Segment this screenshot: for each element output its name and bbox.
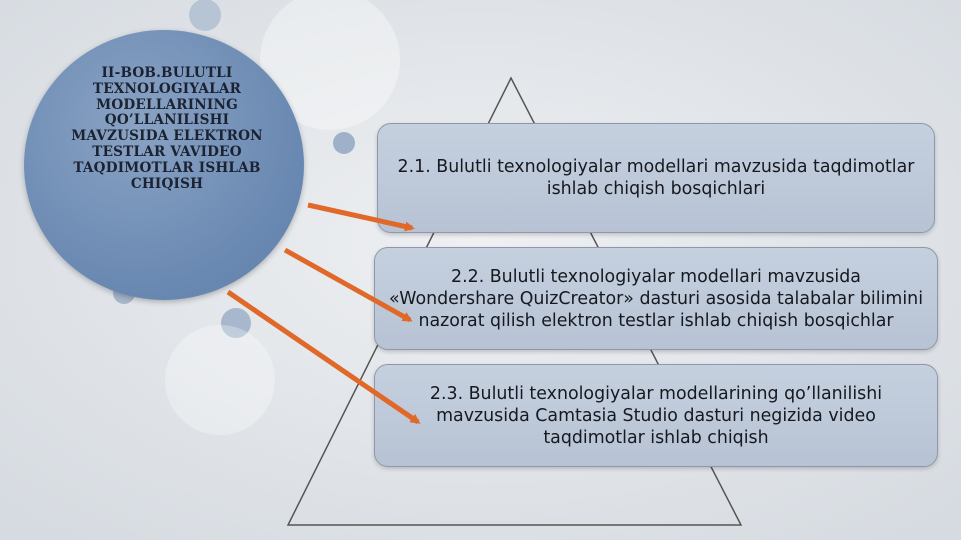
chapter-circle <box>24 30 304 300</box>
section-box-2-3: 2.3. Bulutli texnologiyalar modellarinin… <box>374 364 938 467</box>
chapter-title: II-BOB.BULUTLI TEXNOLOGIYALAR MODELLARIN… <box>71 65 263 192</box>
section-text-2-2: 2.2. Bulutli texnologiyalar modellari ma… <box>388 266 924 331</box>
section-box-2-2: 2.2. Bulutli texnologiyalar modellari ma… <box>374 247 938 350</box>
section-text-2-3: 2.3. Bulutli texnologiyalar modellarinin… <box>429 383 883 448</box>
section-text-2-1: 2.1. Bulutli texnologiyalar modellari ma… <box>397 157 915 199</box>
section-box-2-1: 2.1. Bulutli texnologiyalar modellari ma… <box>377 123 935 233</box>
